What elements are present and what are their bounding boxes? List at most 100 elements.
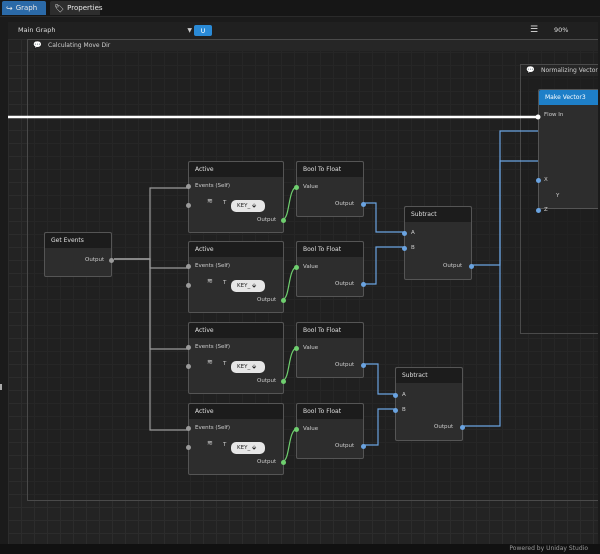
port-a-label: A <box>411 230 415 236</box>
tab-properties-label: Properties <box>67 4 103 12</box>
graph-canvas[interactable]: 💬 Calculating Move Dir 💬 Normalizing Vec… <box>8 39 598 544</box>
node-title: Make Vector3 <box>539 90 598 105</box>
events-label: Events (Self) <box>195 183 231 189</box>
port-output[interactable] <box>361 363 366 368</box>
node-title: Bool To Float <box>297 323 363 338</box>
group-title: Calculating Move Dir <box>48 42 111 49</box>
node-title: Active <box>189 242 283 257</box>
node-title: Bool To Float <box>297 404 363 419</box>
port-events[interactable] <box>186 264 191 269</box>
node-subtract[interactable]: Subtract A B Output <box>393 367 465 441</box>
node-title: Subtract <box>396 368 462 383</box>
key-selector[interactable]: KEY_ ⬙ <box>231 200 265 212</box>
value-label: Value <box>303 345 319 351</box>
port-output[interactable] <box>460 425 465 430</box>
port-x[interactable] <box>536 178 541 183</box>
node-bool-to-float[interactable]: Bool To Float Value Output <box>294 241 366 297</box>
output-label: Output <box>335 443 355 449</box>
node-subtract[interactable]: Subtract A B Output <box>402 206 474 280</box>
output-label: Output <box>434 424 454 430</box>
port-b[interactable] <box>402 246 407 251</box>
output-label: Output <box>335 201 355 207</box>
port-a[interactable] <box>393 393 398 398</box>
node-active[interactable]: Active Events (Self) ≋ T KEY_ ⬙ Output <box>186 403 286 475</box>
node-bool-to-float[interactable]: Bool To Float Value Output <box>294 403 366 459</box>
port-b[interactable] <box>393 408 398 413</box>
graph-toolbar: Main Graph ▼ ∪ ☰ 90% <box>8 22 598 39</box>
group-header[interactable]: 💬 Calculating Move Dir <box>28 40 598 51</box>
port-x-label: X <box>544 177 548 183</box>
output-label: Output <box>335 281 355 287</box>
output-label: Output <box>335 362 355 368</box>
output-label: Output <box>257 217 277 223</box>
port-a[interactable] <box>402 231 407 236</box>
type-label: T <box>223 200 227 206</box>
node-make-vector3[interactable]: Make Vector3 Flow In X Y Z <box>536 89 598 213</box>
tab-bar: ↪ Graph 🏷 Properties <box>0 0 600 17</box>
port-key[interactable] <box>186 283 191 288</box>
port-output[interactable] <box>109 258 114 263</box>
type-label: T <box>223 442 227 448</box>
node-get-events[interactable]: Get Events Output <box>44 232 114 277</box>
layers-icon: ≋ <box>207 439 213 447</box>
node-active[interactable]: Active Events (Self) ≋ T KEY_ ⬙ Output <box>186 322 286 394</box>
port-key[interactable] <box>186 364 191 369</box>
comment-icon: 💬 <box>33 41 42 49</box>
flow-in-port[interactable] <box>535 114 541 120</box>
zoom-menu-icon[interactable]: ☰ <box>530 25 539 35</box>
port-output[interactable] <box>281 379 286 384</box>
output-label: Output <box>443 263 463 269</box>
group-header[interactable]: 💬 Normalizing Vector <box>521 65 598 76</box>
chevron-down-icon: ▼ <box>187 27 192 34</box>
node-title: Subtract <box>405 207 471 222</box>
tab-properties[interactable]: 🏷 Properties <box>50 1 103 15</box>
events-label: Events (Self) <box>195 425 231 431</box>
panel-resize-handle[interactable] <box>0 384 2 390</box>
magnet-icon: ∪ <box>200 26 206 35</box>
magnet-snap-button[interactable]: ∪ <box>194 25 212 36</box>
events-label: Events (Self) <box>195 344 231 350</box>
key-selector[interactable]: KEY_ ⬙ <box>231 280 265 292</box>
port-events[interactable] <box>186 426 191 431</box>
port-output[interactable] <box>361 444 366 449</box>
value-label: Value <box>303 184 319 190</box>
graph-selector[interactable]: Main Graph ▼ <box>18 24 194 37</box>
tab-graph-label: Graph <box>15 4 38 12</box>
port-events[interactable] <box>186 345 191 350</box>
powered-by-text: Powered by Uniday Studio <box>509 545 588 552</box>
node-active[interactable]: Active Events (Self) ≋ T KEY_ ⬙ Output <box>186 161 286 233</box>
output-label: Output <box>257 459 277 465</box>
port-key[interactable] <box>186 203 191 208</box>
port-output[interactable] <box>281 460 286 465</box>
node-bool-to-float[interactable]: Bool To Float Value Output <box>294 161 366 217</box>
zoom-level: 90% <box>554 26 569 34</box>
node-bool-to-float[interactable]: Bool To Float Value Output <box>294 322 366 378</box>
port-output[interactable] <box>281 298 286 303</box>
port-key[interactable] <box>186 445 191 450</box>
key-selector[interactable]: KEY_ ⬙ <box>231 442 265 454</box>
bool-wires <box>282 186 298 462</box>
port-z[interactable] <box>536 208 541 213</box>
flow-in-label: Flow In <box>544 112 564 118</box>
graph-selector-value: Main Graph <box>18 26 56 34</box>
port-output[interactable] <box>361 202 366 207</box>
port-output[interactable] <box>281 218 286 223</box>
wire-layer <box>8 114 541 462</box>
port-output[interactable] <box>469 264 474 269</box>
type-label: T <box>223 361 227 367</box>
output-label: Output <box>257 378 277 384</box>
port-events[interactable] <box>186 184 191 189</box>
node-title: Bool To Float <box>297 242 363 257</box>
output-label: Output <box>257 297 277 303</box>
port-b-label: B <box>402 407 406 413</box>
events-label: Events (Self) <box>195 263 231 269</box>
key-selector[interactable]: KEY_ ⬙ <box>231 361 265 373</box>
port-y-label: Y <box>556 193 560 199</box>
share-arrow-icon: ↪ <box>6 3 13 13</box>
group-title: Normalizing Vector <box>541 67 598 74</box>
tab-graph[interactable]: ↪ Graph <box>2 1 46 15</box>
node-active[interactable]: Active Events (Self) ≋ T KEY_ ⬙ Output <box>186 241 286 313</box>
node-title: Active <box>189 404 283 419</box>
node-title: Active <box>189 162 283 177</box>
node-title: Get Events <box>45 233 111 248</box>
